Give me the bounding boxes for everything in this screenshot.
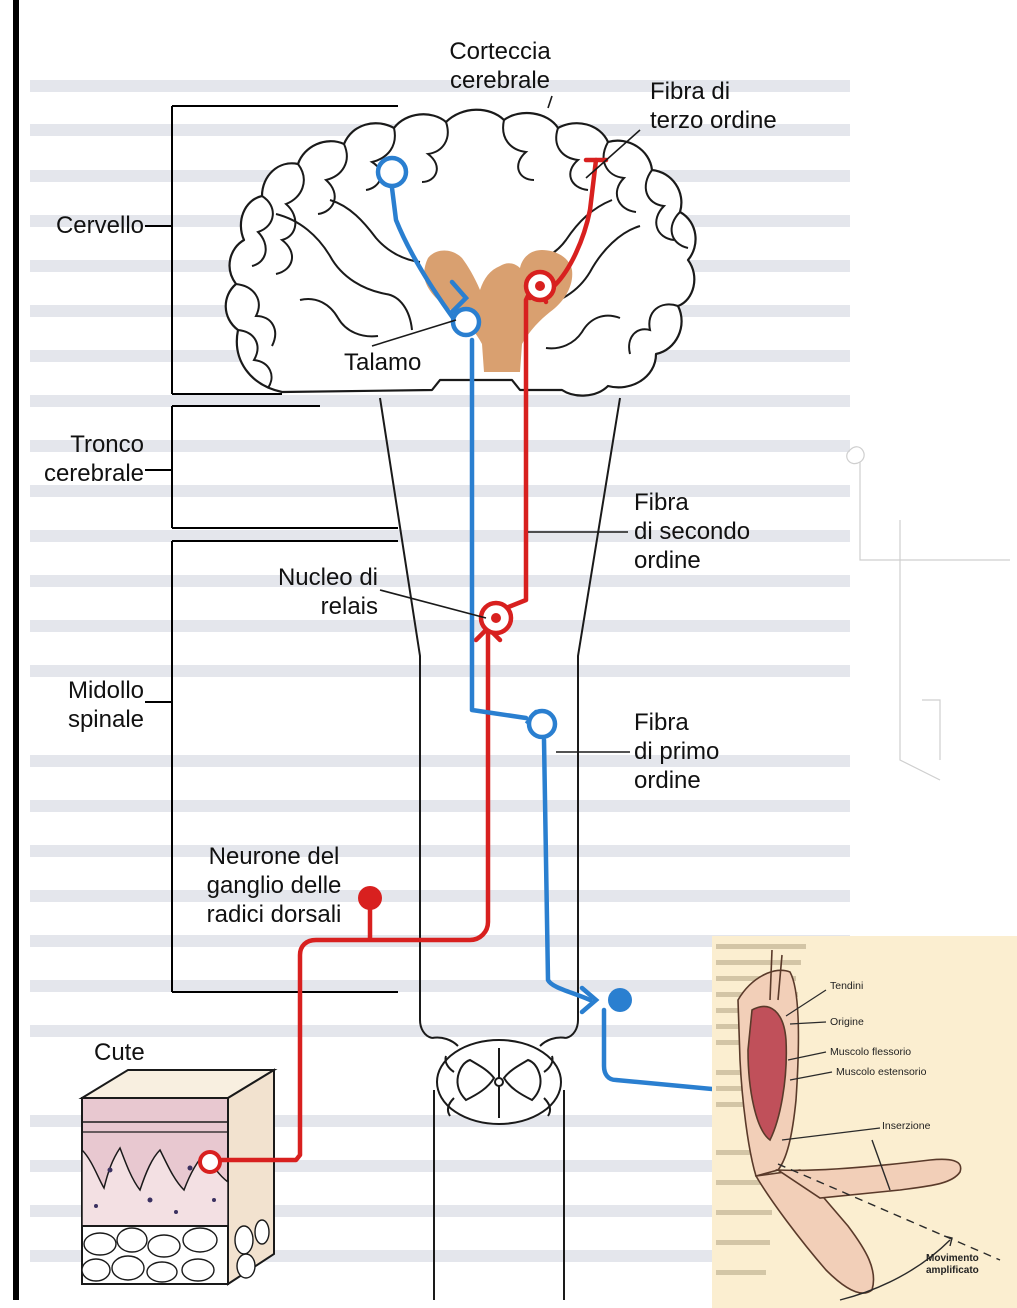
- label-second-order-line3: ordine: [634, 546, 814, 575]
- inset-label-movement: Movimento amplificato: [926, 1253, 979, 1277]
- label-brainstem-line2: cerebrale: [20, 459, 144, 488]
- inset-label-flexor: Muscolo flessorio: [830, 1046, 911, 1058]
- label-relay-line1: Nucleo di: [230, 563, 378, 592]
- label-third-order-fiber: Fibra di terzo ordine: [650, 77, 830, 135]
- label-drg-line3: radici dorsali: [176, 900, 372, 929]
- label-first-order-line1: Fibra: [634, 708, 814, 737]
- label-third-order-line2: terzo ordine: [650, 106, 830, 135]
- inset-label-movement-line1: Movimento: [926, 1253, 979, 1265]
- label-first-order-line3: ordine: [634, 766, 814, 795]
- proprioceptor-neuron-cell-body: [608, 988, 632, 1012]
- label-cortex-line2: cerebrale: [430, 66, 570, 95]
- relay-nucleus-core: [491, 613, 501, 623]
- blue-thalamic-neuron: [453, 309, 479, 335]
- inset-label-movement-line2: amplificato: [926, 1265, 979, 1277]
- label-brainstem: Tronco cerebrale: [20, 430, 144, 488]
- inset-label-insertion: Inserzione: [882, 1120, 930, 1132]
- label-first-order-fiber: Fibra di primo ordine: [634, 708, 814, 795]
- skin-receptor-ending: [200, 1152, 220, 1172]
- label-cortex: Corteccia cerebrale: [430, 37, 570, 95]
- blue-cortical-neuron: [378, 158, 406, 186]
- label-spinal-cord: Midollo spinale: [20, 676, 144, 734]
- label-cortex-line1: Corteccia: [430, 37, 570, 66]
- label-second-order-fiber: Fibra di secondo ordine: [634, 488, 814, 575]
- label-relay-nucleus: Nucleo di relais: [230, 563, 378, 621]
- label-second-order-line2: di secondo: [634, 517, 814, 546]
- thalamic-red-core: [535, 281, 545, 291]
- faint-page-fragments: [847, 447, 1010, 780]
- label-brainstem-line1: Tronco: [20, 430, 144, 459]
- inset-label-tendons: Tendini: [830, 980, 863, 992]
- label-drg-neuron: Neurone del ganglio delle radici dorsali: [176, 842, 372, 929]
- label-first-order-line2: di primo: [634, 737, 814, 766]
- inset-label-extensor: Muscolo estensorio: [836, 1066, 926, 1078]
- label-drg-line2: ganglio delle: [176, 871, 372, 900]
- label-relay-line2: relais: [230, 592, 378, 621]
- label-third-order-line1: Fibra di: [650, 77, 830, 106]
- label-spinal-line1: Midollo: [20, 676, 144, 705]
- label-spinal-line2: spinale: [20, 705, 144, 734]
- spinal-cord-cross-section: [437, 1040, 561, 1124]
- label-second-order-line1: Fibra: [634, 488, 814, 517]
- blue-spinal-neuron: [529, 711, 555, 737]
- label-skin: Cute: [94, 1038, 194, 1067]
- page-border: [13, 0, 19, 1300]
- label-thalamus: Talamo: [344, 348, 464, 377]
- label-drg-line1: Neurone del: [176, 842, 372, 871]
- label-brain: Cervello: [20, 211, 144, 240]
- inset-label-origin: Origine: [830, 1016, 864, 1028]
